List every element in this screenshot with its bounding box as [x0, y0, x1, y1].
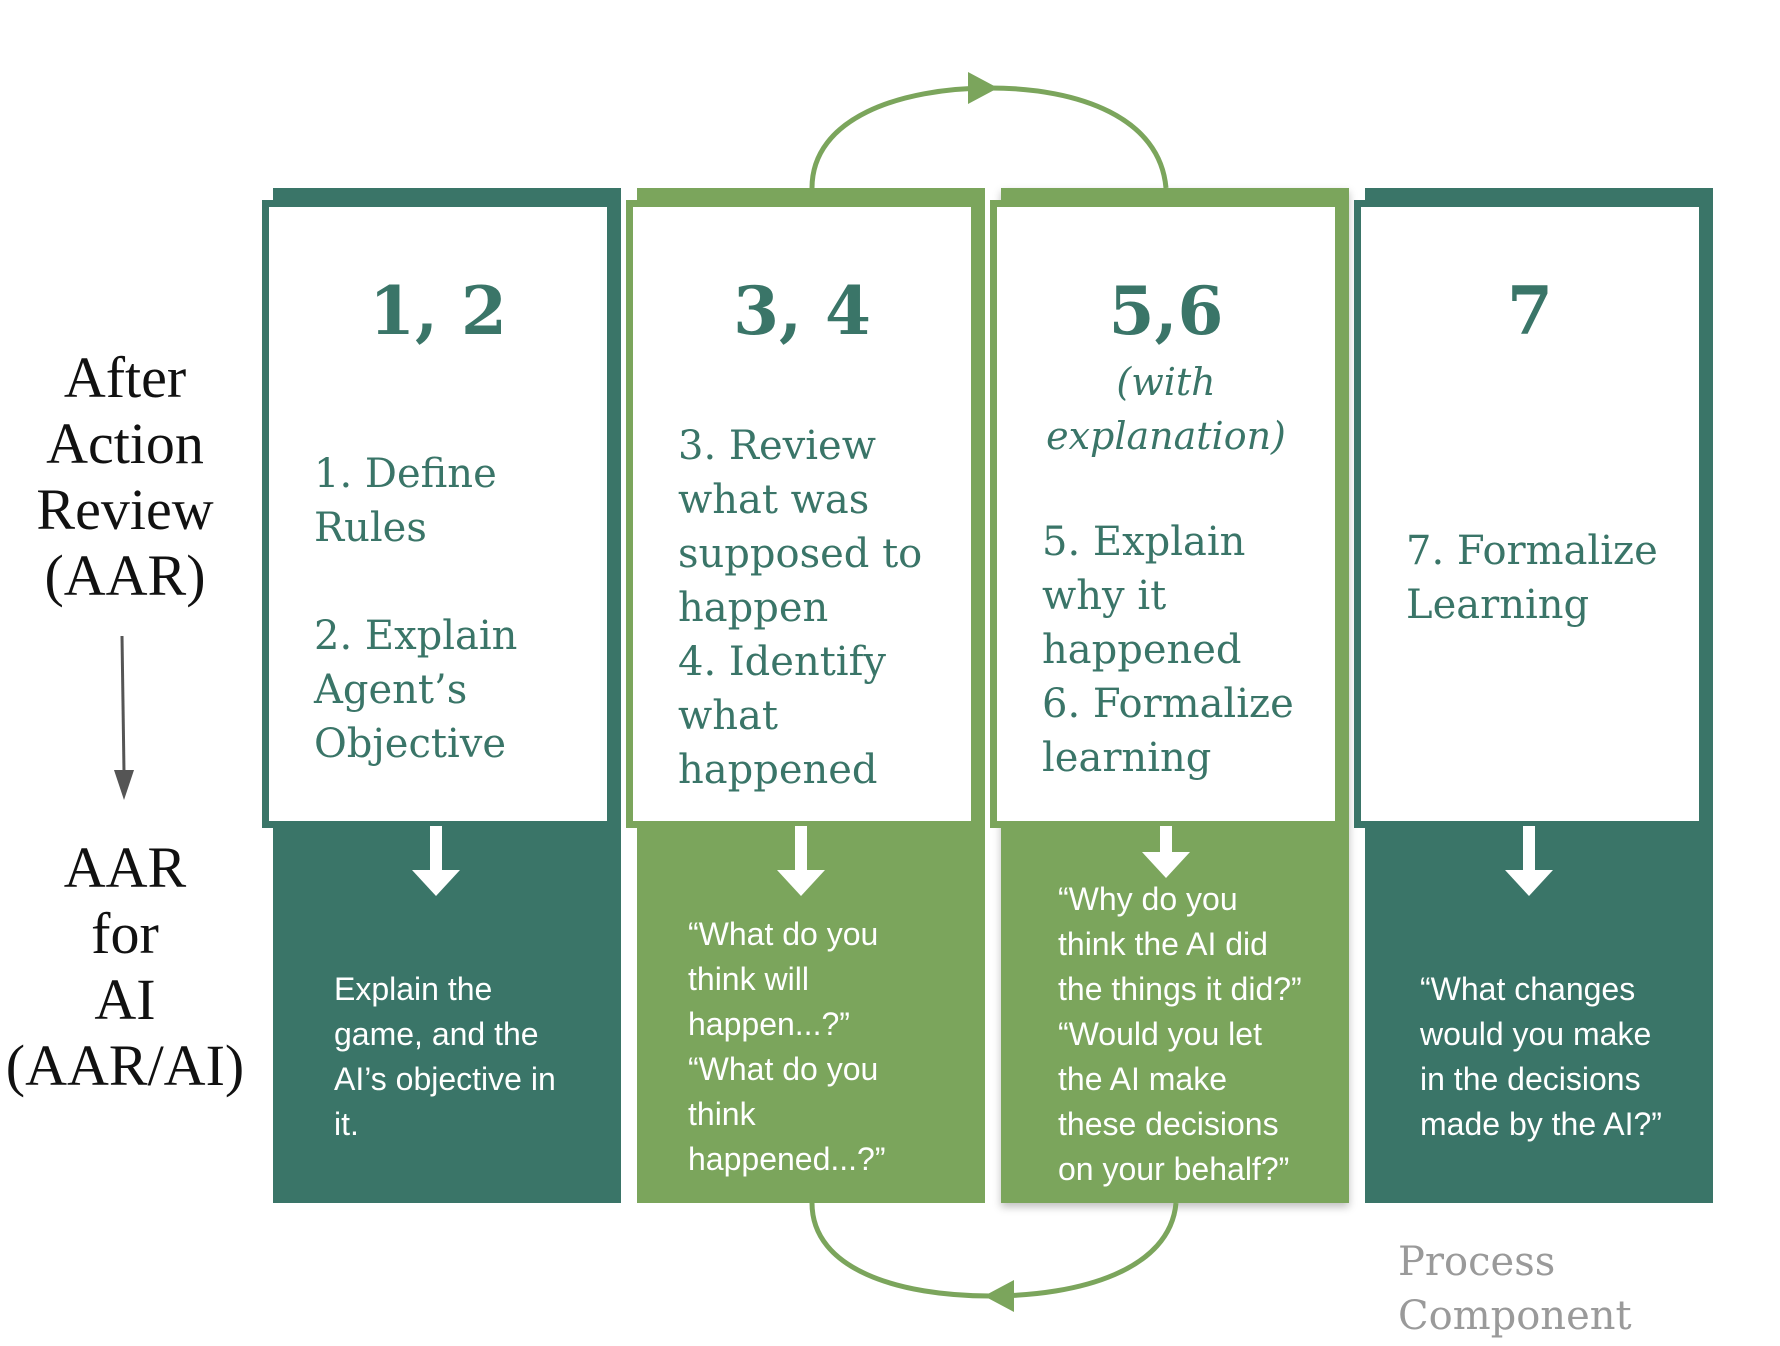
bottom-loop-arrowhead-icon: [984, 1280, 1014, 1312]
card-3-steps: 5. Explain why it happened 6. Formalize …: [1042, 519, 1294, 781]
card-4-down-arrow-icon: [1505, 826, 1553, 896]
process-component-legend: Process Component: [1398, 1239, 1632, 1339]
card-2-down-arrow-icon: [777, 826, 825, 896]
card-2-number: 3, 4: [733, 272, 871, 350]
card-4-number: 7: [1507, 272, 1553, 350]
card-2-steps: 3. Review what was supposed to happen 4.…: [678, 423, 923, 793]
card-3-down-arrow-icon: [1142, 826, 1190, 878]
card-4-top-panel: 7 7. Formalize Learning: [1354, 200, 1706, 828]
card-3-subtitle: (with explanation): [1046, 360, 1286, 458]
card-down-arrows: [412, 826, 1553, 896]
card-3-question: “Why do you think the AI did the things …: [1058, 881, 1302, 1187]
card-1-steps: 1. Define Rules 2. Explain Agent’s Objec…: [314, 451, 518, 767]
card-1-down-arrow-icon: [412, 826, 460, 896]
card-1-top-panel: 1, 2 1. Define Rules 2. Explain Agent’s …: [262, 200, 614, 828]
card-4-question: “What changes would you make in the deci…: [1420, 971, 1662, 1142]
card-3-top-panel: 5,6 (with explanation) 5. Explain why it…: [990, 200, 1342, 828]
aar-to-aarai-arrowhead-icon: [114, 770, 134, 800]
card-2-question: “What do you think will happen...?” “Wha…: [688, 916, 886, 1177]
aar-label: After Action Review (AAR): [36, 345, 214, 608]
top-loop-arrowhead-icon: [968, 72, 998, 104]
top-loop-arc: [809, 85, 1169, 189]
bottom-loop-arc: [809, 1202, 1179, 1299]
card-2-top-panel: 3, 4 3. Review what was supposed to happ…: [626, 200, 978, 828]
card-4-steps: 7. Formalize Learning: [1406, 528, 1658, 628]
card-1-question: Explain the game, and the AI’s objective…: [334, 971, 556, 1142]
card-3-number: 5,6: [1108, 272, 1224, 350]
aarai-label: AAR for AI (AAR/AI): [5, 835, 245, 1098]
card-1-number: 1, 2: [369, 272, 507, 350]
aar-to-aarai-arrow-line: [120, 635, 126, 773]
